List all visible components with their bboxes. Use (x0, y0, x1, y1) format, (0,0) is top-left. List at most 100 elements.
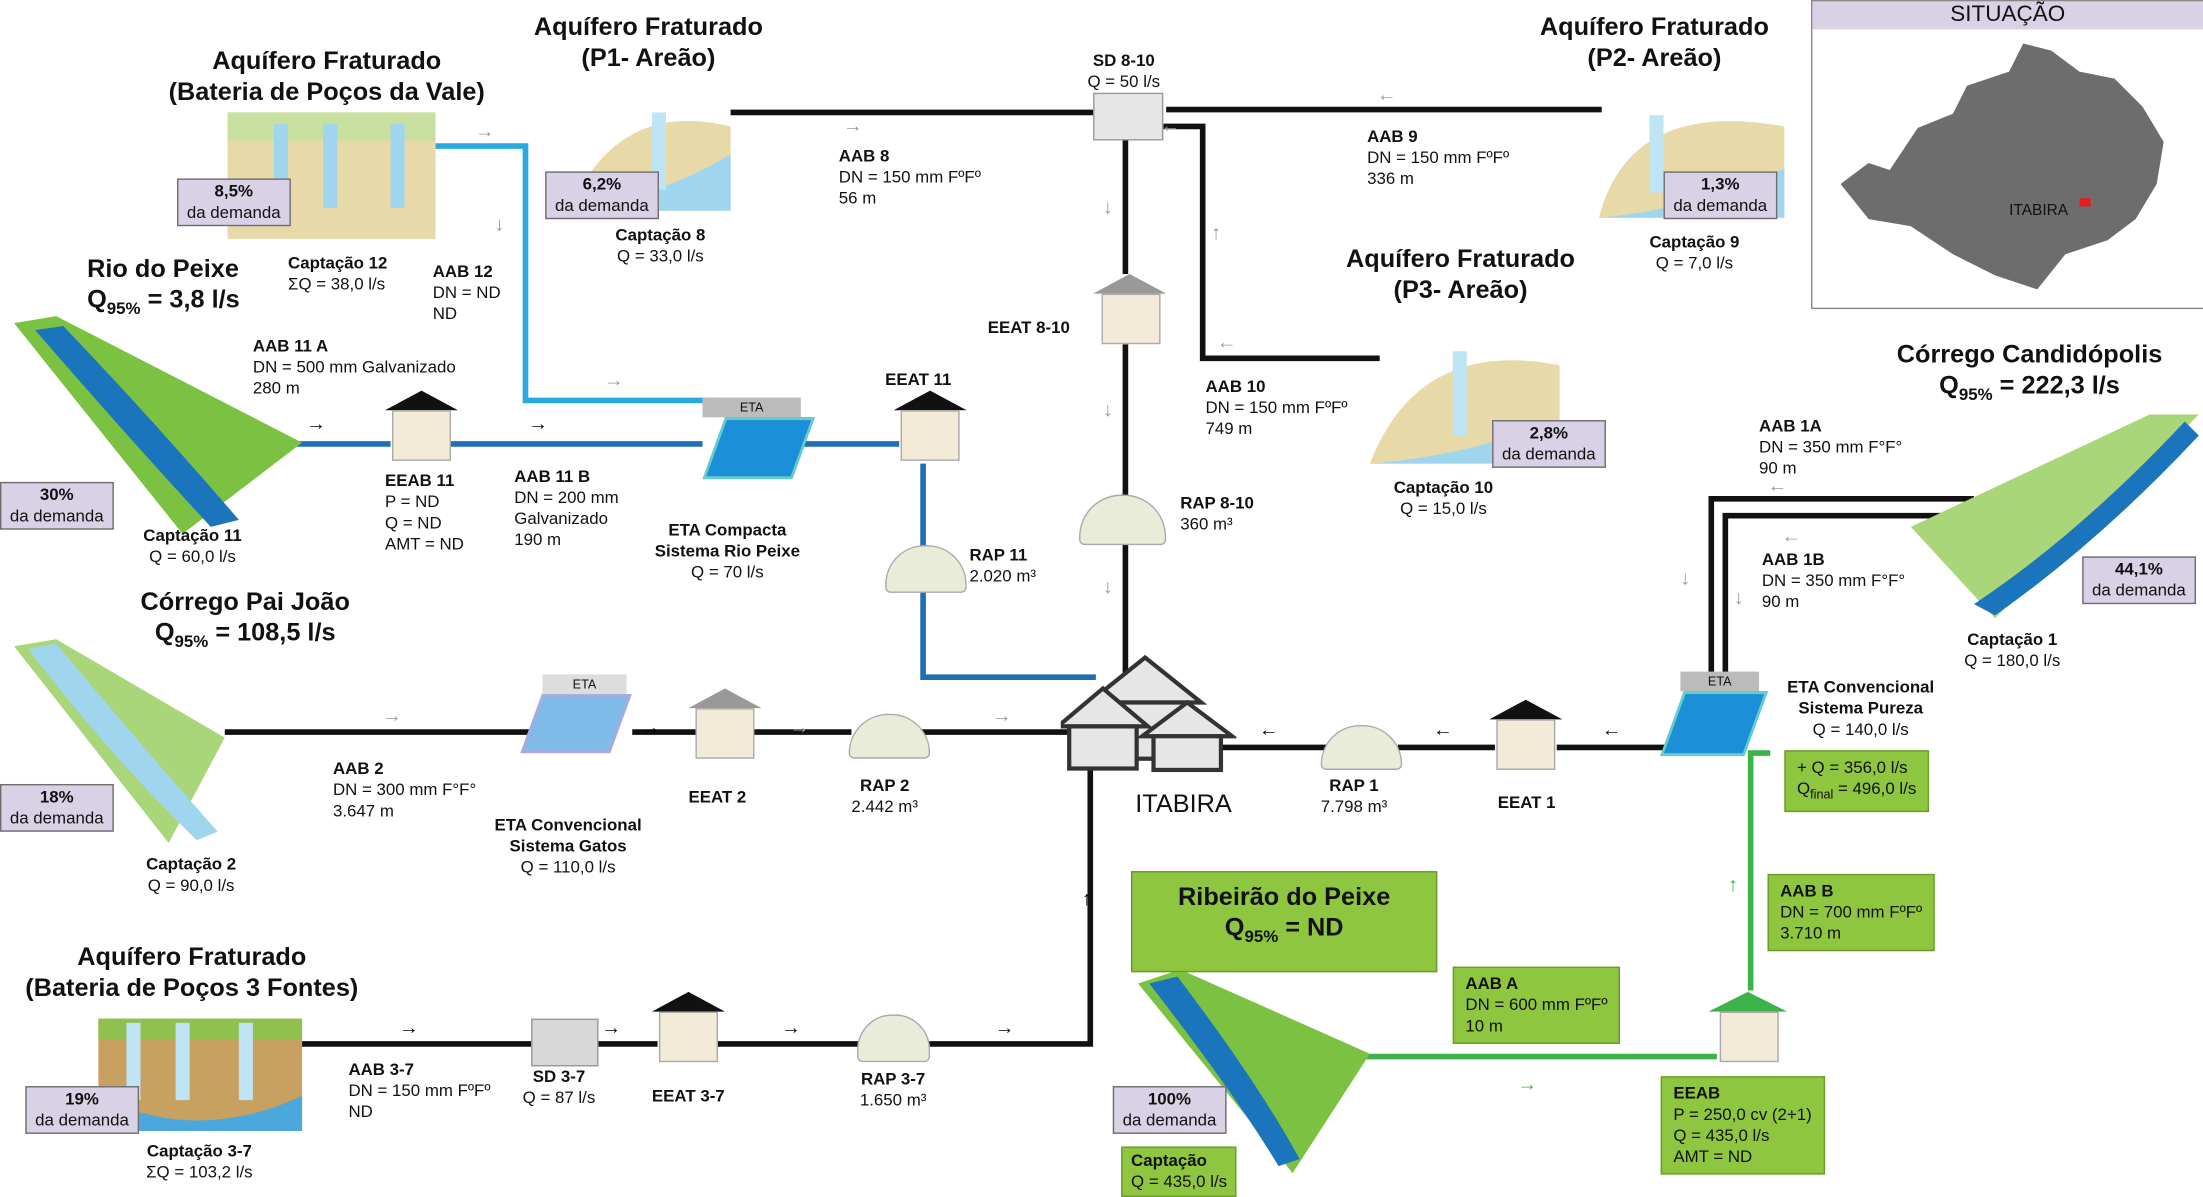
pipe-aabb (1747, 750, 1771, 991)
label-eeat1: EEAT 1 (1497, 792, 1556, 813)
eeat-2-icon (688, 688, 762, 759)
flow-arrow: → (640, 715, 661, 738)
flow-arrow: → (382, 703, 402, 727)
eeab-11-icon (384, 390, 459, 461)
flow-arrow: → (528, 411, 548, 435)
heading-vale: Aquífero Fraturado(Bateria de Poços da V… (168, 46, 485, 106)
heading-pai-joao: Córrego Pai João Q95% = 108,5 l/s (140, 587, 350, 652)
flow-arrow: ↓ (1102, 195, 1113, 218)
flow-arrow: ↓ (1680, 566, 1691, 589)
situation-title: SITUAÇÃO (1812, 1, 2203, 30)
demand-ribeirao: 100%da demanda (1112, 1086, 1227, 1134)
eta-rio-peixe-icon: ETA (702, 397, 815, 485)
flow-arrow: → (994, 1015, 1015, 1039)
heading-3fontes: Aquífero Fraturado(Bateria de Poços 3 Fo… (25, 942, 359, 1002)
demand-p3: 2,8%da demanda (1492, 420, 1606, 468)
state-map (1840, 43, 2164, 290)
pipe-rap11-city (920, 463, 1096, 681)
pipe-aab10 (1163, 123, 1380, 362)
pipe-aab1b (1722, 512, 1975, 675)
demand-cand: 44,1%da demanda (2082, 556, 2196, 605)
flow-arrow: → (604, 368, 624, 391)
flow-arrow: → (781, 1015, 801, 1039)
flow-arrow: ← (1258, 717, 1279, 741)
capture-3fontes-illustration (98, 1018, 303, 1132)
demand-3fontes: 19%da demanda (25, 1086, 139, 1134)
flow-arrow: → (991, 703, 1012, 727)
pipe-aab1a (1708, 495, 1975, 675)
flow-arrow: ← (1216, 330, 1237, 353)
demand-p2: 1,3%da demanda (1663, 171, 1777, 220)
label-eeat2: EEAT 2 (688, 786, 747, 807)
river-cand-illustration (1910, 414, 2199, 619)
itabira-houses-icon (1060, 654, 1237, 773)
flow-arrow: → (843, 113, 863, 137)
situation-city-label: ITABIRA (2009, 202, 2069, 220)
eeat-11-icon (893, 390, 967, 461)
pipe-aab12 (435, 143, 717, 404)
sd-3-7-icon (531, 1018, 599, 1067)
flow-arrow: → (1517, 1072, 1538, 1095)
heading-p1: Aquífero Fraturado(P1- Areão) (533, 12, 763, 72)
eeat-8-10-icon (1093, 273, 1167, 345)
label-eeat37: EEAT 3-7 (651, 1086, 725, 1106)
river-ribeirao-illustration (1138, 969, 1370, 1174)
sd-8-10-icon (1093, 92, 1164, 141)
rap-3-7-icon (857, 1014, 931, 1063)
heading-p2: Aquífero Fraturado(P2- Areão) (1539, 12, 1769, 72)
flow-arrow: ↓ (1733, 585, 1744, 609)
eeat-1-icon (1489, 699, 1563, 770)
label-eeat810: EEAT 8-10 (987, 317, 1070, 338)
flow-arrow: ← (1781, 524, 1802, 547)
river-peixe-illustration (14, 316, 303, 534)
demand-peixe: 30%da demanda (0, 481, 114, 530)
flow-arrow: → (306, 411, 326, 435)
flow-arrow: → (601, 1015, 622, 1039)
heading-rio-peixe: Rio do Peixe Q95% = 3,8 l/s (87, 254, 240, 319)
flow-arrow: ← (1160, 113, 1181, 137)
demand-p1: 6,2%da demanda (545, 171, 659, 220)
itabira-label: ITABIRA (1135, 789, 1232, 818)
label-eeat11: EEAT 11 (885, 369, 952, 390)
flow-arrow: ↑ (1728, 872, 1738, 895)
river-paijoao-illustration (14, 639, 225, 843)
flow-arrow: → (789, 715, 810, 738)
pipe-rap37-city (921, 769, 1094, 1047)
flow-arrow: → (474, 119, 495, 142)
flow-arrow: ↑ (1081, 886, 1092, 910)
situation-inset: SITUAÇÃO ITABIRA (1811, 0, 2203, 310)
flow-arrow: ↓ (494, 212, 505, 235)
demand-paijoao: 18%da demanda (0, 783, 114, 832)
flow-arrow: ← (1376, 82, 1397, 106)
itabira-marker (2079, 198, 2091, 207)
